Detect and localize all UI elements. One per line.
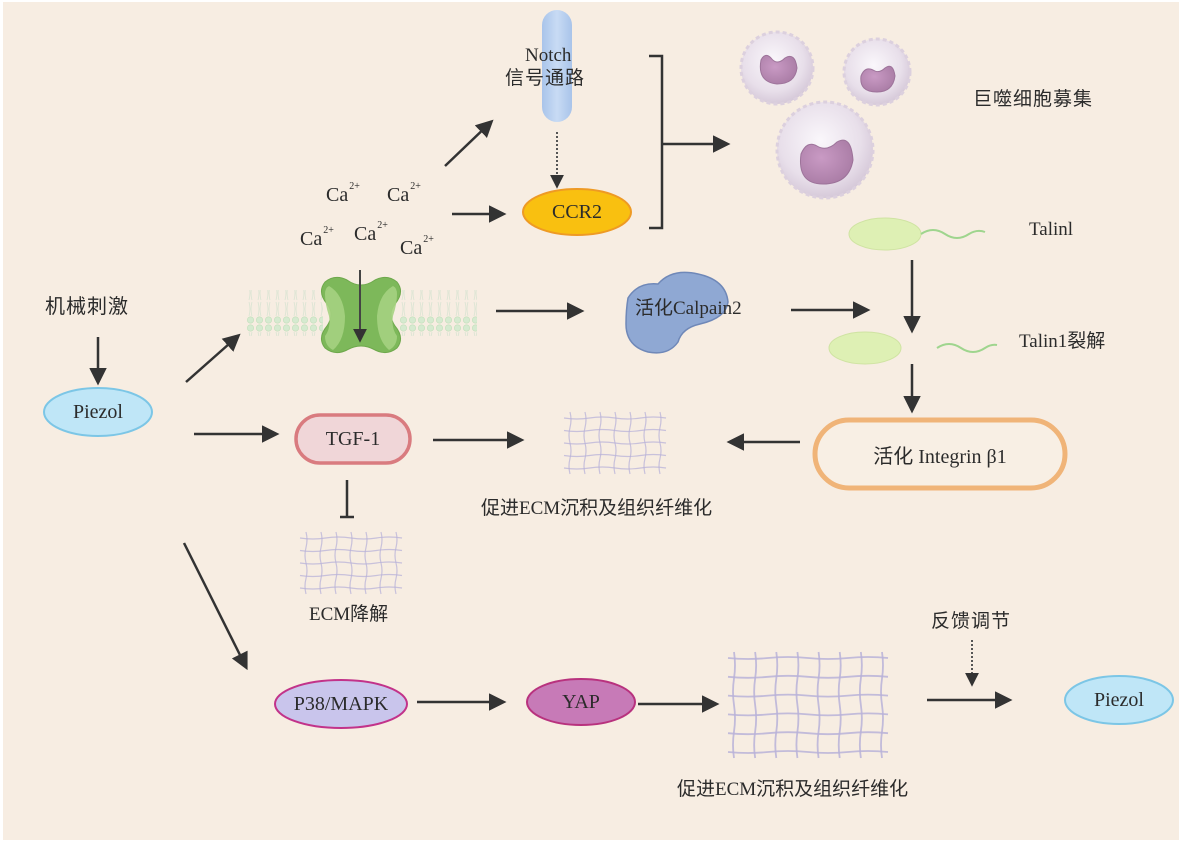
arrow-calcium-notch [444,119,494,167]
pathway-diagram: Notch 信号通路 Ca2+ Ca2+ Ca2+ Ca2+ Ca2+ CCR2… [3,2,1179,840]
calcium-ion: Ca2+ [326,181,360,206]
tgf1-label: TGF-1 [325,427,381,450]
talin1-cleaved-icon [828,331,998,365]
mechanical-stimulus-label: 机械刺激 [45,294,129,318]
macrophage-icon [739,30,815,106]
ecm-fiber [628,411,632,475]
ecm-mesh-icon [563,411,667,475]
ecm-fiber [727,674,889,679]
ecm-fiber [753,651,758,759]
integrin-label: 活化 Integrin β1 [873,445,1007,468]
ecm-fiber [299,536,403,540]
calcium-ion: Ca2+ [354,220,388,245]
ecm-fiber [563,453,667,458]
talin1-cleavage-label: Talin1裂解 [1019,331,1106,352]
notch-label: Notch [525,45,572,66]
ecm-fiber [334,531,338,595]
ecm-fiber [563,466,667,470]
calcium-ion: Ca2+ [300,225,334,250]
macrophage-icon [842,37,912,107]
ecm-fiber [568,411,572,475]
ecm-fiber [727,712,889,717]
ecm-fiber [727,656,889,660]
ecm-fiber [299,561,403,565]
ecm-fiber [563,428,667,433]
ecm-deposition-label-1: 促进ECM沉积及组织纤维化 [481,498,713,519]
ecm-fiber [299,548,403,553]
ecm-mesh-icon [727,651,889,759]
ecm-fiber [364,531,368,595]
ecm-fiber [732,651,736,759]
feedback-label: 反馈调节 [931,610,1012,632]
ecm-fiber [774,651,779,759]
piezo1-target-node [1064,675,1174,725]
macrophage-cluster-icon [739,30,912,200]
arrow-piezo1-channel [185,333,241,383]
ecm-degradation-label: ECM降解 [309,604,389,625]
ecm-fiber [795,651,800,759]
calpain2-label: 活化Calpain2 [635,298,742,319]
ecm-fiber [563,441,667,445]
ecm-fiber [304,531,308,595]
notch-receptor-icon [542,10,572,122]
ecm-fiber [880,651,884,759]
macrophage-icon [775,100,875,200]
ccr2-label: CCR2 [551,200,603,223]
arrow-piezo1-p38 [182,542,248,671]
piezo1-target-label: Piezol [1094,688,1144,711]
calpain2-node [625,271,729,354]
ecm-fiber [598,411,602,475]
ecm-fiber [727,693,889,698]
integrin-node [812,417,1068,491]
talin1-label: Talinl [1029,219,1074,240]
ecm-fiber [727,750,889,754]
ecm-fiber [394,531,398,595]
ecm-fiber [727,731,889,736]
ecm-fiber [858,651,863,759]
ecm-fiber [299,586,403,590]
macrophage-recruitment-label: 巨噬细胞募集 [973,88,1094,110]
cell-membrane-icon [245,290,477,336]
yap-node [526,678,636,726]
ecm-fiber [837,651,842,759]
notch-pathway-label: 信号通路 [505,67,586,89]
ecm-deposition-label-2: 促进ECM沉积及组织纤维化 [677,779,909,800]
yap-label: YAP [562,690,600,713]
p38-mapk-label: P38/MAPK [293,692,389,715]
tgf1-node [294,413,412,465]
talin1-intact-icon [848,217,986,251]
ecm-fiber [299,573,403,578]
ecm-mesh-icon [299,531,403,595]
piezo1-source-node [43,387,153,437]
diagram-svg [43,10,1174,759]
calcium-ion: Ca2+ [400,234,434,259]
calcium-ion: Ca2+ [387,181,421,206]
piezo1-source-label: Piezol [73,400,123,423]
p38-mapk-node [274,679,408,729]
bracket [649,54,664,230]
ecm-fiber [658,411,662,475]
ccr2-node [522,188,632,236]
ecm-fiber [816,651,821,759]
ecm-fiber [563,416,667,420]
